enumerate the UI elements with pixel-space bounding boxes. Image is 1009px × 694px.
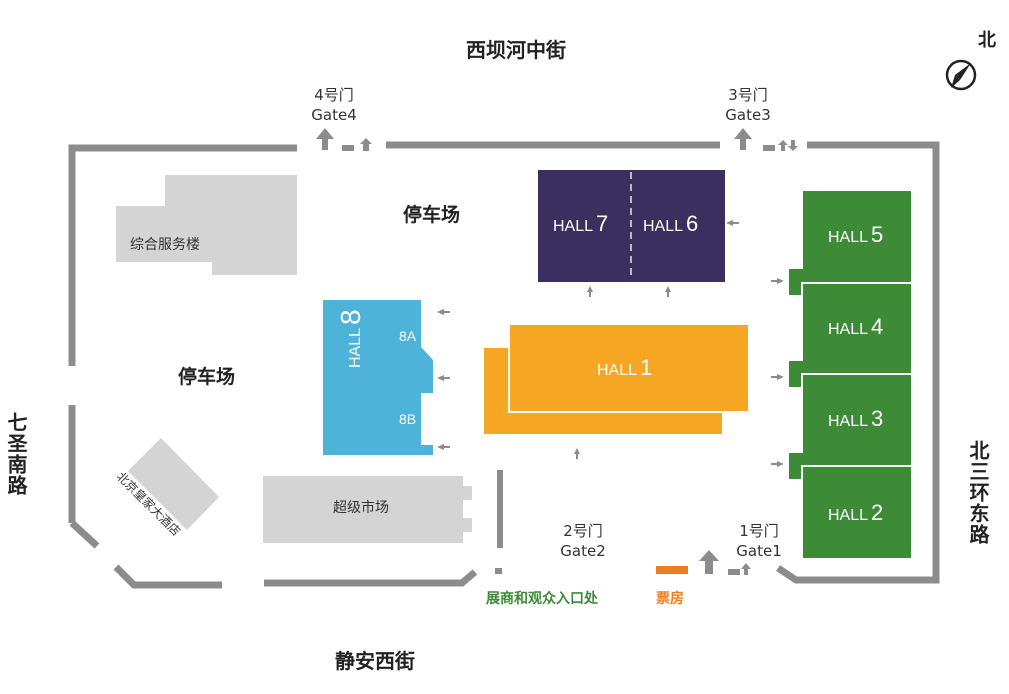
gate-4-cn: 4号门 [314,86,354,104]
hall-2-word: HALL [828,507,869,524]
gate-3-cn: 3号门 [728,86,768,104]
hall-1-block [482,323,750,436]
hall-8a-label: 8A [399,328,417,344]
hall-8b-label: 8B [399,411,417,427]
street-north: 西坝河中街 [466,38,566,62]
direction-arrows [437,220,784,467]
supermarket-building [263,476,472,543]
hall-8-num: 8 [335,309,366,325]
gate-3-en: Gate3 [725,106,771,124]
parking-west-label: 停车场 [178,366,236,388]
hall-4-word: HALL [828,321,869,338]
gate-2-en: Gate2 [560,542,606,560]
service-building-label: 综合服务楼 [130,237,200,253]
compass-label: 北 [978,30,996,51]
hall-7-6-block [538,170,725,282]
street-south: 静安西街 [335,649,415,673]
gate-1-en: Gate1 [736,542,782,560]
street-east: 北三环东路 [966,440,990,545]
compass-icon [945,59,977,91]
ticket-office-label: 票房 [656,591,684,607]
hall-2-num: 2 [871,500,884,525]
gate-markers [316,128,798,575]
hall-7-num: 7 [596,211,609,236]
hotel-building [128,438,219,530]
entrance-note: 展商和观众入口处 [486,591,598,607]
gate-2-label[interactable]: 2号门 Gate2 [552,521,614,561]
hall-3-word: HALL [828,413,869,430]
hall-6-num: 6 [686,211,699,236]
gate-3-label[interactable]: 3号门 Gate3 [717,85,779,125]
hall-5-num: 5 [871,222,884,247]
gate-2-cn: 2号门 [563,522,603,540]
gate-4-en: Gate4 [311,106,357,124]
gate-4-label[interactable]: 4号门 Gate4 [303,85,365,125]
gate-1-cn: 1号门 [739,522,779,540]
hall-2-5-block [787,189,913,560]
hall-7-word: HALL [553,218,594,235]
hall-6-word: HALL [643,218,684,235]
parking-north-label: 停车场 [403,204,461,226]
hall-8[interactable]: HALL 8 [335,309,366,368]
gate-1-label[interactable]: 1号门 Gate1 [728,521,790,561]
service-building [116,175,297,275]
hall-8-word: HALL [347,327,364,368]
hall-5-word: HALL [828,229,869,246]
hall-1-word: HALL [597,362,638,379]
perimeter-wall [68,141,940,589]
hall-4-num: 4 [871,314,884,339]
hall-3-num: 3 [871,406,884,431]
street-west: 七圣南路 [4,412,28,496]
ticket-office-marker [656,566,688,574]
hall-8-block [323,300,433,455]
hall-1-num: 1 [640,355,653,380]
supermarket-label: 超级市场 [333,500,389,516]
